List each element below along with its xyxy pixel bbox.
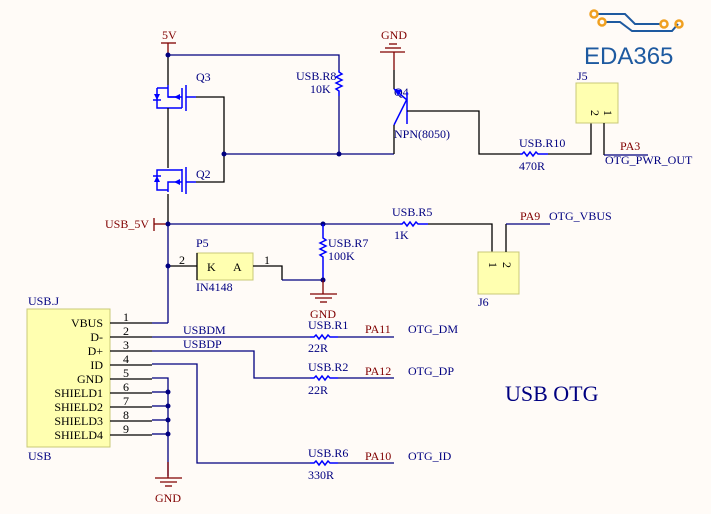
- svg-text:J6: J6: [478, 295, 489, 309]
- power-usb-5v: USB_5V: [105, 217, 168, 231]
- usb-pin-number: 1: [123, 310, 129, 324]
- svg-text:A: A: [233, 260, 242, 274]
- resistor-r10: USB.R10 470R: [519, 136, 565, 173]
- logo-text: EDA365: [584, 43, 673, 70]
- net-otg-id: OTG_ID: [408, 449, 452, 463]
- net-usbdm: USBDM: [183, 323, 226, 337]
- svg-text:K: K: [207, 260, 216, 274]
- usb-pin-name: SHIELD4: [54, 428, 103, 442]
- junction: [165, 263, 171, 269]
- junction: [165, 403, 171, 409]
- resistor-r5: USB.R5 1K: [392, 205, 432, 242]
- svg-text:USB.J: USB.J: [28, 294, 59, 308]
- svg-text:USB.R10: USB.R10: [519, 136, 565, 150]
- mosfet-q3: Q3: [153, 70, 211, 111]
- resistor-r1: USB.R1 22R: [308, 318, 348, 355]
- usb-pin-number: 5: [123, 366, 129, 380]
- svg-text:1: 1: [601, 110, 615, 116]
- connector-j6: 1 2 J6: [477, 251, 520, 309]
- svg-text:Q3: Q3: [196, 70, 211, 84]
- net-otg-dm: OTG_DM: [408, 322, 458, 336]
- junction: [165, 417, 171, 423]
- svg-text:J5: J5: [577, 69, 588, 83]
- svg-text:USB.R1: USB.R1: [308, 318, 348, 332]
- usb-pin-number: 3: [123, 338, 129, 352]
- svg-text:10K: 10K: [310, 82, 331, 96]
- svg-text:22R: 22R: [308, 341, 328, 355]
- svg-text:22R: 22R: [308, 383, 328, 397]
- svg-text:1K: 1K: [394, 228, 409, 242]
- power-5v: 5V: [161, 28, 177, 55]
- usb-pin-name: SHIELD3: [54, 414, 103, 428]
- usb-pin-number: 2: [123, 324, 129, 338]
- junction: [165, 389, 171, 395]
- svg-text:2: 2: [179, 253, 185, 267]
- svg-text:2: 2: [500, 262, 514, 268]
- svg-text:USB.R6: USB.R6: [308, 446, 348, 460]
- svg-text:IN4148: IN4148: [196, 280, 233, 294]
- usb-pin-number: 4: [123, 352, 129, 366]
- resistor-r8: USB.R8 10K: [296, 69, 344, 96]
- junction: [165, 52, 171, 58]
- logo-traces-icon: [589, 9, 684, 32]
- svg-text:2: 2: [588, 110, 602, 116]
- net-pa9: PA9: [520, 209, 540, 223]
- svg-text:GND: GND: [310, 307, 336, 321]
- usb-pin-name: SHIELD2: [54, 400, 103, 414]
- svg-text:USB.R2: USB.R2: [308, 360, 348, 374]
- svg-text:470R: 470R: [519, 159, 545, 173]
- svg-text:1: 1: [486, 262, 500, 268]
- net-otg-pwr-out: OTG_PWR_OUT: [605, 153, 693, 167]
- net-otg-vbus: OTG_VBUS: [549, 209, 612, 223]
- net-label-5v: 5V: [162, 28, 177, 42]
- usb-pin-number: 6: [123, 380, 129, 394]
- net-pa10: PA10: [365, 449, 391, 463]
- usb-pin-name: D-: [90, 330, 103, 344]
- connector-j5: J5 2 1: [575, 69, 648, 156]
- usb-pin-name: ID: [90, 358, 103, 372]
- usb-pin-name: SHIELD1: [54, 386, 103, 400]
- svg-text:NPN(8050): NPN(8050): [394, 127, 450, 141]
- eda365-logo: EDA365: [584, 9, 684, 70]
- svg-text:Q2: Q2: [196, 167, 211, 181]
- gnd-mid: GND: [310, 280, 337, 321]
- gnd-bottom: GND: [155, 462, 182, 505]
- net-pa3: PA3: [620, 139, 640, 153]
- usb-pin-name: D+: [88, 344, 104, 358]
- svg-text:USB.R7: USB.R7: [328, 236, 368, 250]
- svg-text:GND: GND: [155, 491, 181, 505]
- svg-text:USB: USB: [28, 449, 51, 463]
- usb-pin-number: 8: [123, 408, 129, 422]
- net-otg-dp: OTG_DP: [408, 364, 454, 378]
- svg-text:Q4: Q4: [394, 85, 409, 99]
- net-usbdp: USBDP: [183, 337, 222, 351]
- diagram-title: USB OTG: [505, 381, 599, 406]
- svg-text:100K: 100K: [328, 249, 355, 263]
- svg-text:USB.R8: USB.R8: [296, 69, 336, 83]
- resistor-r7: USB.R7 100K: [318, 224, 368, 280]
- svg-text:P5: P5: [196, 236, 209, 250]
- svg-text:1: 1: [264, 253, 270, 267]
- svg-text:330R: 330R: [308, 468, 334, 482]
- usb-pin-number: 7: [123, 394, 129, 408]
- svg-text:GND: GND: [381, 28, 407, 42]
- usb-pin-name: GND: [77, 372, 103, 386]
- junction: [336, 151, 342, 157]
- junction: [165, 431, 171, 437]
- gnd-top: GND: [380, 28, 407, 70]
- net-pa11: PA11: [365, 322, 391, 336]
- usb-pin-number: 9: [123, 422, 129, 436]
- resistor-r6: USB.R6 330R: [308, 446, 348, 482]
- usb-pin-name: VBUS: [71, 316, 103, 330]
- svg-text:USB_5V: USB_5V: [105, 217, 149, 231]
- mosfet-q2: Q2: [153, 167, 211, 194]
- net-pa12: PA12: [365, 364, 391, 378]
- resistor-r2: USB.R2 22R: [308, 360, 348, 397]
- diode-p5: P5 K A IN4148 2 1: [179, 236, 270, 294]
- transistor-q4: Q4 NPN(8050): [393, 70, 450, 141]
- svg-text:USB.R5: USB.R5: [392, 205, 432, 219]
